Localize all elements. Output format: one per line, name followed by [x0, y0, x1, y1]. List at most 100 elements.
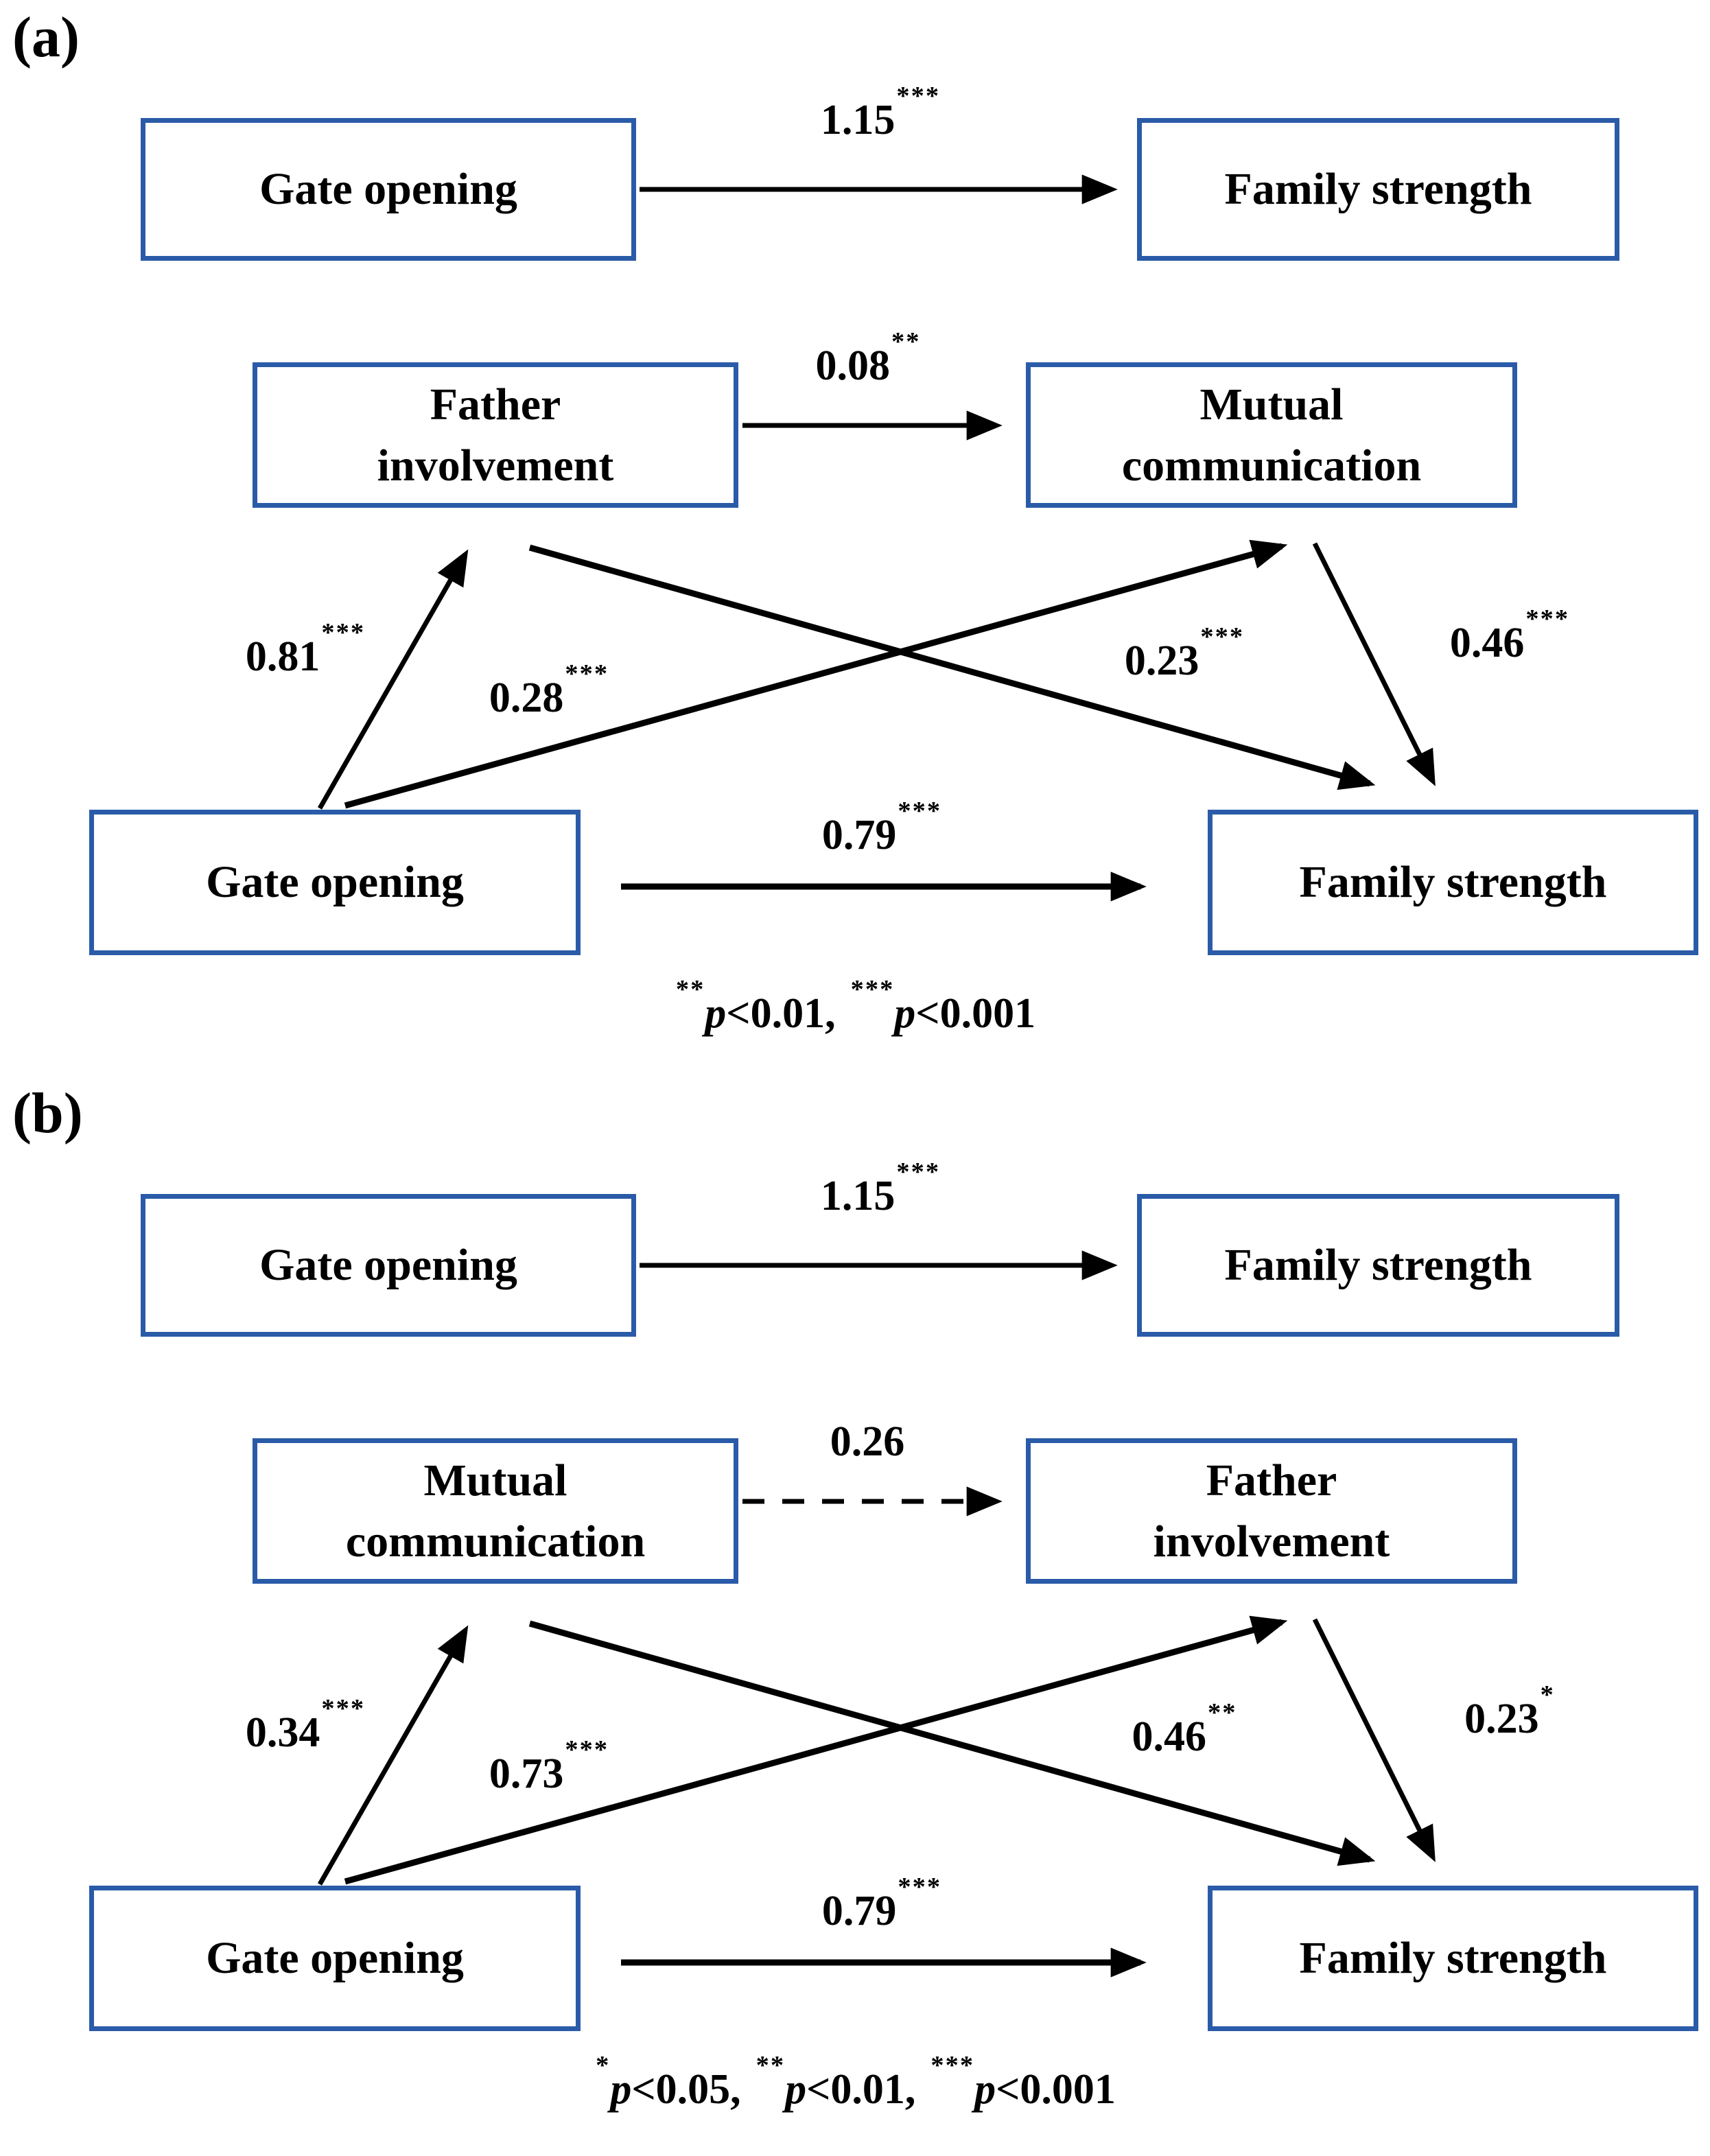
footnote-p: p	[705, 990, 727, 1037]
footnote-p: p	[785, 2066, 807, 2113]
coef-stars: ***	[896, 1158, 941, 1187]
arrow-predictor-to-mediator2-a	[344, 539, 1288, 809]
footnote-p: p	[610, 2066, 632, 2113]
arrow-layer-b	[317, 1250, 1436, 1978]
arrow-predictor-to-mediator1-a	[317, 549, 469, 810]
coef-m1-to-y-a: 0.23***	[1068, 624, 1301, 686]
coef-value: 0.79	[821, 1888, 897, 1934]
box-label: Family strength	[1224, 1240, 1532, 1291]
footnote-p: p	[894, 990, 916, 1037]
coef-direct-effect-a: 0.79***	[765, 798, 998, 860]
coef-value: 0.08	[815, 342, 891, 389]
coef-m1-to-m2-a: 0.08**	[751, 329, 985, 390]
box-label: Father involvement	[1153, 1455, 1390, 1567]
significance-footnote-b: *p<0.05,**p<0.01,***p<0.001	[0, 2052, 1710, 2114]
footnote-segment: ***p<0.001	[929, 2052, 1116, 2113]
box-label: Gate opening	[259, 164, 517, 215]
coef-stars: **	[891, 327, 921, 357]
box-mediator2-a: Mutual communication	[1026, 362, 1517, 508]
coef-stars: *	[1540, 1680, 1555, 1710]
box-label: Family strength	[1299, 857, 1607, 908]
box-outcome-a: Family strength	[1208, 810, 1698, 955]
box-label: Mutual communication	[345, 1455, 646, 1567]
coef-stars: ***	[1525, 605, 1570, 634]
box-label: Father involvement	[377, 379, 614, 491]
panel-a: (a) Gate opening Family strength Father …	[0, 0, 1710, 1076]
box-label: Family strength	[1224, 164, 1532, 215]
coef-m1-to-m2-b: 0.26	[751, 1418, 985, 1466]
panel-a-tag: (a)	[12, 5, 80, 69]
coef-stars: ***	[898, 797, 942, 826]
coef-direct-effect-b: 0.79***	[765, 1874, 998, 1936]
footnote-threshold: <0.01,	[806, 2066, 916, 2113]
panel-b-tag: (b)	[12, 1081, 83, 1145]
footnote-threshold: <0.05,	[631, 2066, 741, 2113]
box-mediator2-b: Father involvement	[1026, 1438, 1517, 1584]
coef-stars: ***	[896, 82, 941, 111]
coef-stars: ***	[1200, 622, 1245, 652]
box-label: Gate opening	[206, 1933, 464, 1984]
coef-value: 0.46	[1449, 620, 1525, 666]
coef-value: 0.73	[489, 1750, 564, 1797]
coef-value: 0.34	[245, 1709, 320, 1756]
coef-m2-to-y-a: 0.46***	[1393, 606, 1626, 668]
coef-stars: ***	[565, 659, 609, 689]
arrow-layer-a	[317, 174, 1436, 902]
footnote-segment: **p<0.01,	[755, 2052, 916, 2113]
footnote-stars: **	[675, 975, 705, 1005]
box-predictor-b: Gate opening	[89, 1886, 581, 2031]
coef-total-effect-b: 1.15***	[764, 1159, 997, 1221]
footnote-p: p	[974, 2066, 996, 2113]
box-total-predictor-b: Gate opening	[141, 1194, 636, 1337]
coef-m2-to-y-b: 0.23*	[1393, 1682, 1626, 1744]
coef-value: 0.46	[1132, 1713, 1207, 1760]
coef-stars: ***	[565, 1735, 609, 1765]
footnote-stars: *	[596, 2051, 611, 2081]
box-label: Gate opening	[259, 1240, 517, 1291]
footnote-stars: **	[756, 2051, 786, 2081]
panel-b: (b) Gate opening Family strength Mutual …	[0, 1076, 1710, 2156]
coef-total-effect-a: 1.15***	[764, 83, 997, 145]
footnote-segment: ***p<0.001	[850, 976, 1036, 1037]
coef-value: 1.15	[820, 97, 895, 143]
footnote-threshold: <0.001	[996, 2066, 1116, 2113]
box-total-predictor-a: Gate opening	[141, 118, 636, 261]
coef-x-to-m2-b: 0.73***	[432, 1737, 666, 1798]
significance-footnote-a: **p<0.01,***p<0.001	[0, 976, 1710, 1038]
coef-x-to-m1-b: 0.34***	[189, 1696, 422, 1757]
coef-stars: ***	[321, 618, 366, 648]
coef-value: 1.15	[820, 1173, 895, 1219]
arrow-mediator1-to-outcome-b	[528, 1620, 1376, 1866]
coef-value: 0.28	[489, 675, 564, 721]
arrow-mediator2-to-outcome-b	[1312, 1618, 1436, 1862]
box-label: Mutual communication	[1121, 379, 1422, 491]
coef-x-to-m2-a: 0.28***	[432, 661, 666, 723]
footnote-threshold: <0.01,	[726, 990, 836, 1037]
box-total-outcome-a: Family strength	[1137, 118, 1619, 261]
arrow-predictor-to-mediator2-b	[344, 1615, 1288, 1885]
box-predictor-a: Gate opening	[89, 810, 581, 955]
arrow-predictor-to-mediator1-b	[317, 1625, 469, 1886]
coef-m1-to-y-b: 0.46**	[1068, 1700, 1301, 1761]
footnote-threshold: <0.001	[915, 990, 1036, 1037]
box-total-outcome-b: Family strength	[1137, 1194, 1619, 1337]
footnote-segment: **p<0.01,	[675, 976, 836, 1037]
box-mediator1-b: Mutual communication	[253, 1438, 738, 1584]
box-label: Gate opening	[206, 857, 464, 908]
arrow-mediator2-to-outcome-a	[1312, 542, 1436, 786]
footnote-stars: ***	[850, 975, 895, 1005]
coef-value: 0.79	[821, 812, 897, 858]
box-outcome-b: Family strength	[1208, 1886, 1698, 2031]
coef-stars: **	[1208, 1698, 1237, 1728]
coef-stars: ***	[321, 1694, 366, 1724]
coef-value: 0.23	[1464, 1696, 1539, 1742]
arrow-mediator1-to-outcome-a	[528, 544, 1376, 790]
coef-value: 0.23	[1124, 637, 1199, 684]
footnote-segment: *p<0.05,	[594, 2052, 741, 2113]
coef-x-to-m1-a: 0.81***	[189, 620, 422, 681]
footnote-stars: ***	[930, 2051, 975, 2081]
box-label: Family strength	[1299, 1933, 1607, 1984]
coef-value: 0.81	[245, 633, 320, 680]
coef-stars: ***	[898, 1873, 942, 1902]
box-mediator1-a: Father involvement	[253, 362, 738, 508]
